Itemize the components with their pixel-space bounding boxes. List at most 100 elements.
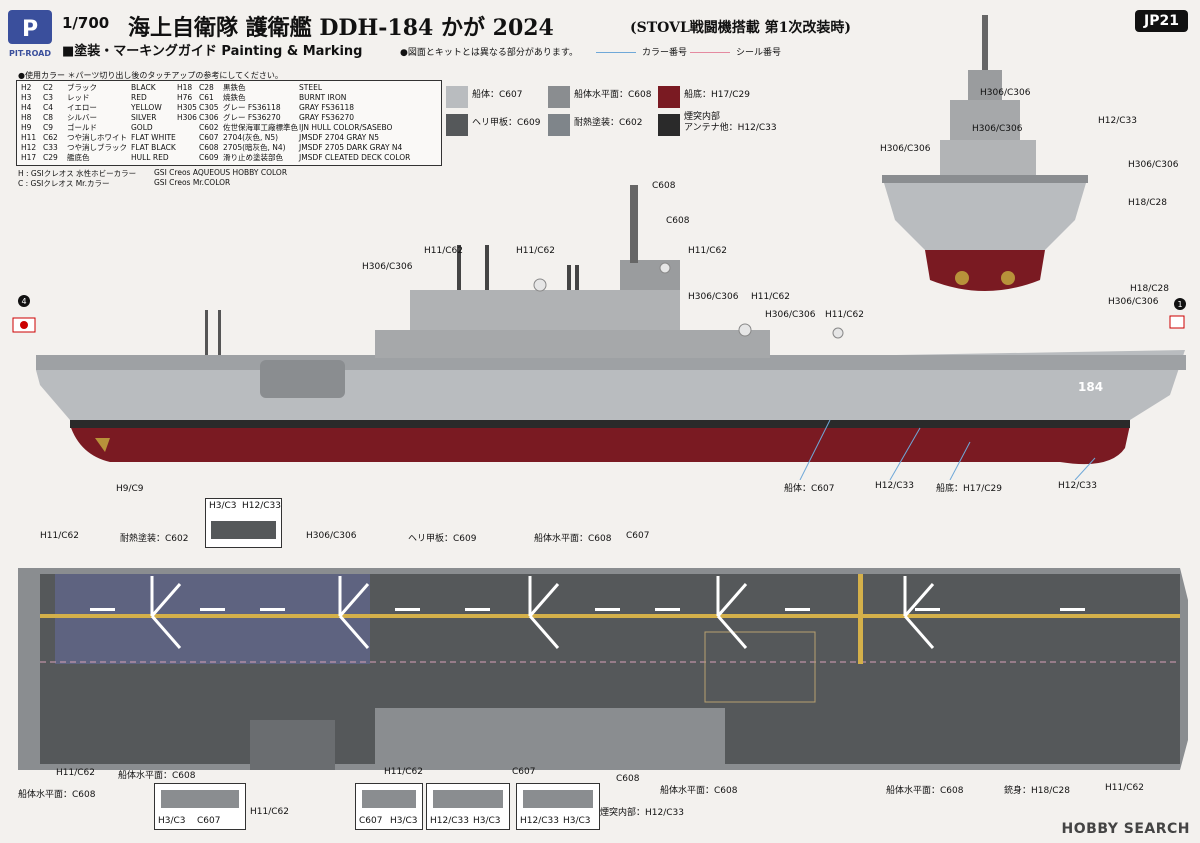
color-swatch [446, 86, 468, 108]
deck-label-h11-4: H11/C62 [384, 767, 423, 777]
hull-front [884, 183, 1086, 250]
leader-lines [799, 419, 1096, 480]
color-table-cell: シルバー [67, 113, 97, 122]
foot-note-c-en: GSI Creos Mr.COLOR [154, 178, 231, 187]
color-table-cell: JMSDF 2705 DARK GRAY N4 [299, 143, 403, 152]
color-table-cell: C602 [199, 123, 219, 132]
pole-2 [218, 310, 221, 355]
propeller-right [1001, 271, 1015, 285]
page-title: 海上自衛隊 護衛艦 DDH-184 かが 2024 [128, 15, 554, 41]
guide-title: ■塗装・マーキングガイド Painting & Marking [62, 44, 363, 59]
scale-label: 1/700 [62, 14, 110, 32]
deck-label-heli: ヘリ甲板：C609 [408, 534, 477, 544]
inset-label-h12: H12/C33 [242, 501, 281, 511]
color-table-cell: BURNT IRON [299, 93, 347, 102]
deck-label-heat: 耐熱塗装：C602 [120, 534, 189, 544]
color-table-cell: C61 [199, 93, 214, 102]
color-table-cell: つや消しブラック [67, 143, 127, 152]
inset-4-h12: H12/C33 [430, 816, 469, 826]
color-table-cell: H3 [21, 93, 32, 102]
inset-3-deck [362, 790, 416, 808]
hull-bottom-front [925, 250, 1045, 291]
main-mast [630, 185, 638, 263]
color-table-cell: C62 [43, 133, 58, 142]
radome-4 [832, 327, 844, 339]
deck-label-horizontal: 船体水平面：C608 [534, 534, 612, 544]
inset-3-h3: H3/C3 [390, 816, 418, 826]
deck-label-horizontal-3: 船体水平面：C608 [660, 786, 738, 796]
island-lower [375, 330, 770, 358]
color-table-cell: H305 [177, 103, 197, 112]
deck-label-gun: 銃身：H18/C28 [1004, 786, 1070, 796]
radome-3 [738, 323, 752, 337]
inset-deck [211, 521, 276, 539]
color-table-cell: C2 [43, 83, 54, 92]
front-label-h306-4: H306/C306 [1128, 160, 1179, 170]
inset-4-h3: H3/C3 [473, 816, 501, 826]
bridge [950, 100, 1020, 140]
foot-note-h: H : GSIクレオス 水性ホビーカラー [18, 169, 137, 178]
page-subtitle: (STOVL戦闘機搭載 第1次改装時) [630, 20, 852, 36]
hull-number: 184 [1078, 380, 1103, 394]
color-table-cell: H12 [21, 143, 37, 152]
color-swatch-label: 船体水平面：C608 [574, 90, 652, 100]
front-view-drawing [882, 15, 1088, 291]
foot-note-c: C : GSIクレオス Mr.カラー [18, 179, 110, 188]
radome-2 [659, 262, 671, 274]
color-legend-line [596, 52, 636, 53]
watermark: HOBBY SEARCH [1061, 821, 1190, 837]
color-table-cell: 2705(暗灰色, N4) [223, 143, 286, 152]
mast [982, 15, 988, 75]
side-label-h12-2: H12/C33 [1058, 481, 1097, 491]
color-table-cell: YELLOW [131, 103, 162, 112]
front-label-h12: H12/C33 [1098, 116, 1137, 126]
side-label-h9: H9/C9 [116, 484, 144, 494]
color-swatch-label: 煙突内部 アンテナ他：H12/C33 [684, 112, 777, 133]
island-base [940, 140, 1036, 175]
color-table-cell: BLACK [131, 83, 156, 92]
color-table-cell: ブラック [67, 83, 97, 92]
deck-label-c607: C607 [626, 531, 650, 541]
color-table-cell: SILVER [131, 113, 157, 122]
color-table-cell: 2704(灰色, N5) [223, 133, 279, 142]
color-number-legend: カラー番号 [596, 45, 687, 58]
side-label-h11-4: H11/C62 [751, 292, 790, 302]
color-swatch-label: 船体：C607 [472, 90, 523, 100]
color-table-cell: グレー FS36270 [223, 113, 281, 122]
inset-detail-3: C607 H3/C3 [355, 783, 423, 830]
callout-left-badge [18, 295, 30, 307]
color-swatch-label: 船底：H17/C29 [684, 90, 750, 100]
side-label-h306-1: H306/C306 [362, 262, 413, 272]
deck-label-horizontal-5: 船体水平面：C608 [18, 790, 96, 800]
inset-2-h3: H3/C3 [158, 816, 186, 826]
color-table-cell: H11 [21, 133, 37, 142]
color-table-cell: HULL RED [131, 153, 169, 162]
side-label-h306-2: H306/C306 [688, 292, 739, 302]
color-table-cell: 佐世保海軍工廠標準色 [223, 123, 298, 132]
color-swatch [548, 114, 570, 136]
inset-detail-1: H3/C3 H12/C33 [205, 498, 282, 548]
deck-label-h306: H306/C306 [306, 531, 357, 541]
color-table-cell: H76 [177, 93, 193, 102]
pole-1 [205, 310, 208, 355]
side-label-c608-2: C608 [666, 216, 690, 226]
color-table-cell: GRAY FS36118 [299, 103, 355, 112]
inset-detail-4: H12/C33 H3/C3 [426, 783, 510, 830]
drawing-note: ●図面とキットとは異なる部分があります。 [400, 48, 578, 58]
inset-2-deck [161, 790, 239, 808]
side-label-h12-1: H12/C33 [875, 481, 914, 491]
svg-text:P: P [22, 17, 38, 42]
color-table-cell: 黒鉄色 [223, 83, 246, 92]
color-swatch [446, 114, 468, 136]
color-table-cell: H306 [177, 113, 197, 122]
color-table-cell: つや消しホワイト [67, 133, 127, 142]
elevator-opening [260, 360, 345, 398]
color-table-cell: H2 [21, 83, 32, 92]
inset-4-deck [433, 790, 503, 808]
deck-label-h11-1: H11/C62 [40, 531, 79, 541]
inset-2-c607: C607 [197, 816, 221, 826]
color-table-cell: C609 [199, 153, 219, 162]
stop-line-yellow [858, 574, 863, 664]
island-top [375, 708, 725, 770]
